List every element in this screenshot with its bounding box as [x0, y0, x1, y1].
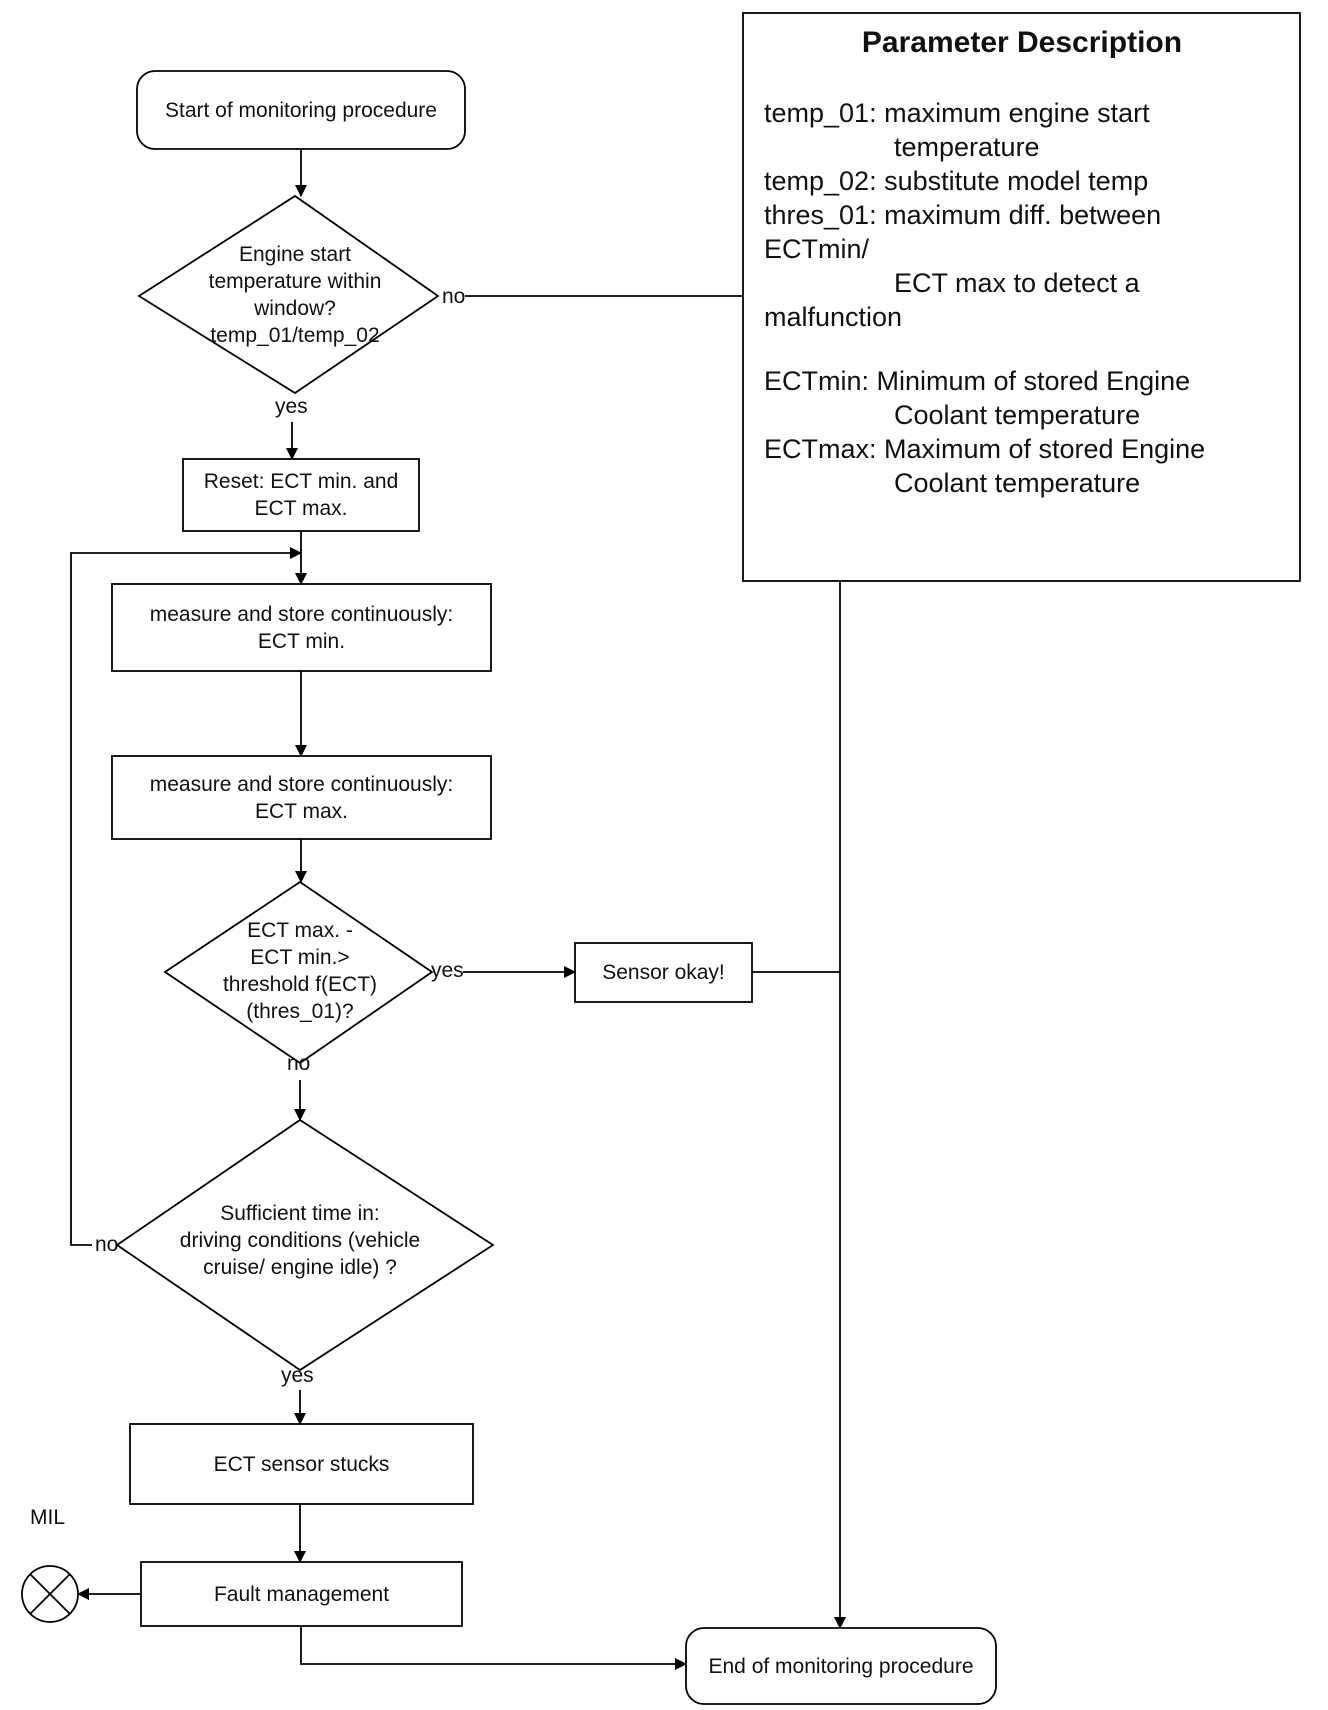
threshold-decision-label: ECT max. - ECT min.> threshold f(ECT) (t…: [222, 919, 378, 1023]
param-line: ECTmax: Maximum of stored Engine: [764, 434, 1206, 464]
param-line: temp_01: maximum engine start: [764, 98, 1150, 128]
edge-label-no: no: [287, 1052, 311, 1075]
fault-management-label: Fault management: [213, 1582, 390, 1606]
parameter-box: [742, 12, 1301, 582]
sensor-okay-label: Sensor okay!: [602, 961, 725, 984]
start-label: Start of monitoring procedure: [165, 98, 437, 122]
edge-label-yes: yes: [281, 1364, 314, 1387]
param-line: Coolant temperature: [894, 400, 1141, 430]
threshold-decision: [163, 880, 434, 1065]
time-decision-label: Sufficient time in: driving conditions (…: [179, 1201, 421, 1279]
param-line: Coolant temperature: [894, 468, 1141, 498]
edge-label-yes: yes: [275, 395, 308, 418]
edge-label-no: no: [442, 285, 466, 308]
param-line: ECTmin/: [764, 234, 870, 264]
start-temp-decision-label: Engine start temperature within window? …: [208, 243, 382, 347]
start-temp-decision: [137, 194, 440, 395]
parameter-box-title: Parameter Description: [861, 26, 1183, 59]
param-line: thres_01: maximum diff. between: [764, 200, 1162, 230]
parameter-list: temp_01: maximum engine start temperatur…: [764, 96, 1304, 500]
arrow-loop-no: [70, 547, 302, 1246]
ect-stuck-label: ECT sensor stucks: [213, 1452, 390, 1476]
edge-label-no: no: [95, 1233, 119, 1256]
edge-label-yes: yes: [431, 959, 464, 982]
mil-label: MIL: [30, 1506, 66, 1529]
param-line: temp_02: substitute model temp: [764, 166, 1149, 196]
param-line: ECT max to detect a: [894, 268, 1140, 298]
param-line: malfunction: [764, 302, 903, 332]
end-label: End of monitoring procedure: [708, 1654, 974, 1678]
measure-min-label: measure and store continuously: ECT min.: [149, 602, 454, 653]
time-decision: [115, 1118, 495, 1372]
reset-label: Reset: ECT min. and ECT max.: [203, 470, 399, 520]
param-line: temperature: [894, 132, 1040, 162]
arrow-fault-to-end: [300, 1626, 687, 1670]
measure-max-label: measure and store continuously: ECT max.: [149, 772, 454, 823]
param-line: ECTmin: Minimum of stored Engine: [764, 366, 1191, 396]
